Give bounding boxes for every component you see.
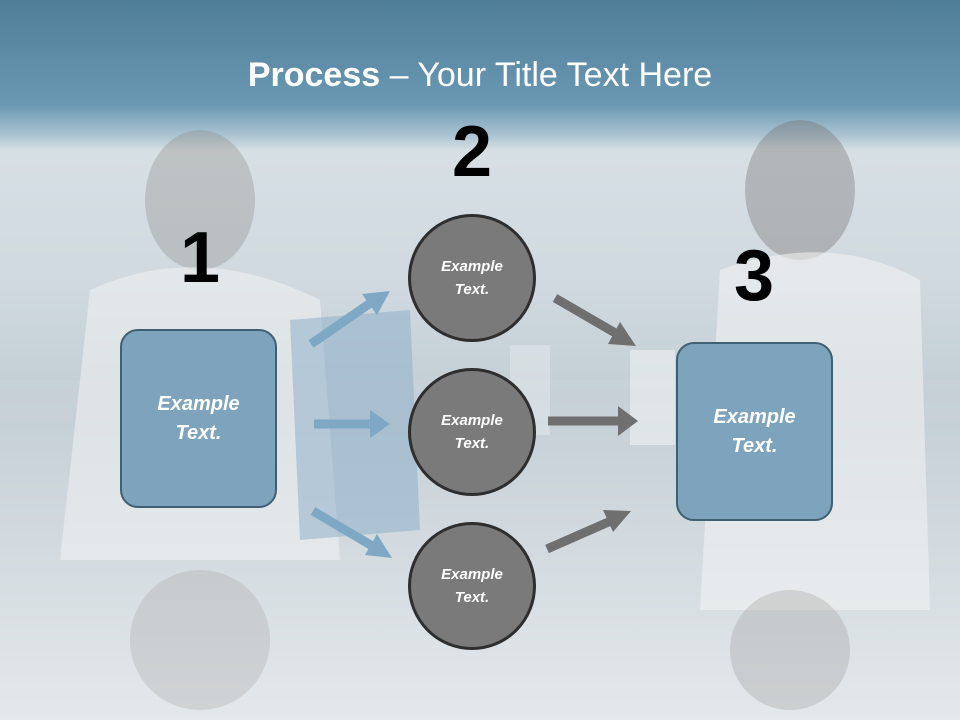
arrow-to-circle-2 <box>314 410 390 438</box>
circle-3-line-2: Text. <box>454 589 490 606</box>
circle-2-line-1: Example <box>441 412 503 429</box>
step-number-2: 2 <box>451 112 493 192</box>
start-box-line-2: Text. <box>175 421 222 444</box>
title-bold: Process <box>247 56 381 94</box>
circle-2-line-2: Text. <box>454 435 490 452</box>
arrow-from-circle-2 <box>548 406 638 436</box>
title-band <box>0 0 960 150</box>
end-box[interactable]: Example Text. <box>676 342 833 521</box>
circle-1-line-2: Text. <box>454 281 490 298</box>
start-box[interactable]: Example Text. <box>120 329 277 508</box>
page-title: Process – Your Title Text Here <box>0 54 960 96</box>
circle-1-line-1: Example <box>441 258 503 275</box>
step-number-3: 3 <box>733 236 775 316</box>
arrow-to-circle-1 <box>308 291 390 348</box>
process-circle-1[interactable]: Example Text. <box>408 214 536 342</box>
end-box-line-1: Example <box>713 405 796 428</box>
arrow-from-circle-1 <box>552 294 636 346</box>
arrow-from-circle-3 <box>545 510 631 554</box>
step-number-1: 1 <box>179 218 221 298</box>
process-circle-3[interactable]: Example Text. <box>408 522 536 650</box>
title-rest: – Your Title Text Here <box>380 56 713 94</box>
end-box-line-2: Text. <box>731 434 778 457</box>
start-box-line-1: Example <box>157 392 240 415</box>
circle-3-line-1: Example <box>441 566 503 583</box>
arrow-to-circle-3 <box>310 507 392 558</box>
process-circle-2[interactable]: Example Text. <box>408 368 536 496</box>
